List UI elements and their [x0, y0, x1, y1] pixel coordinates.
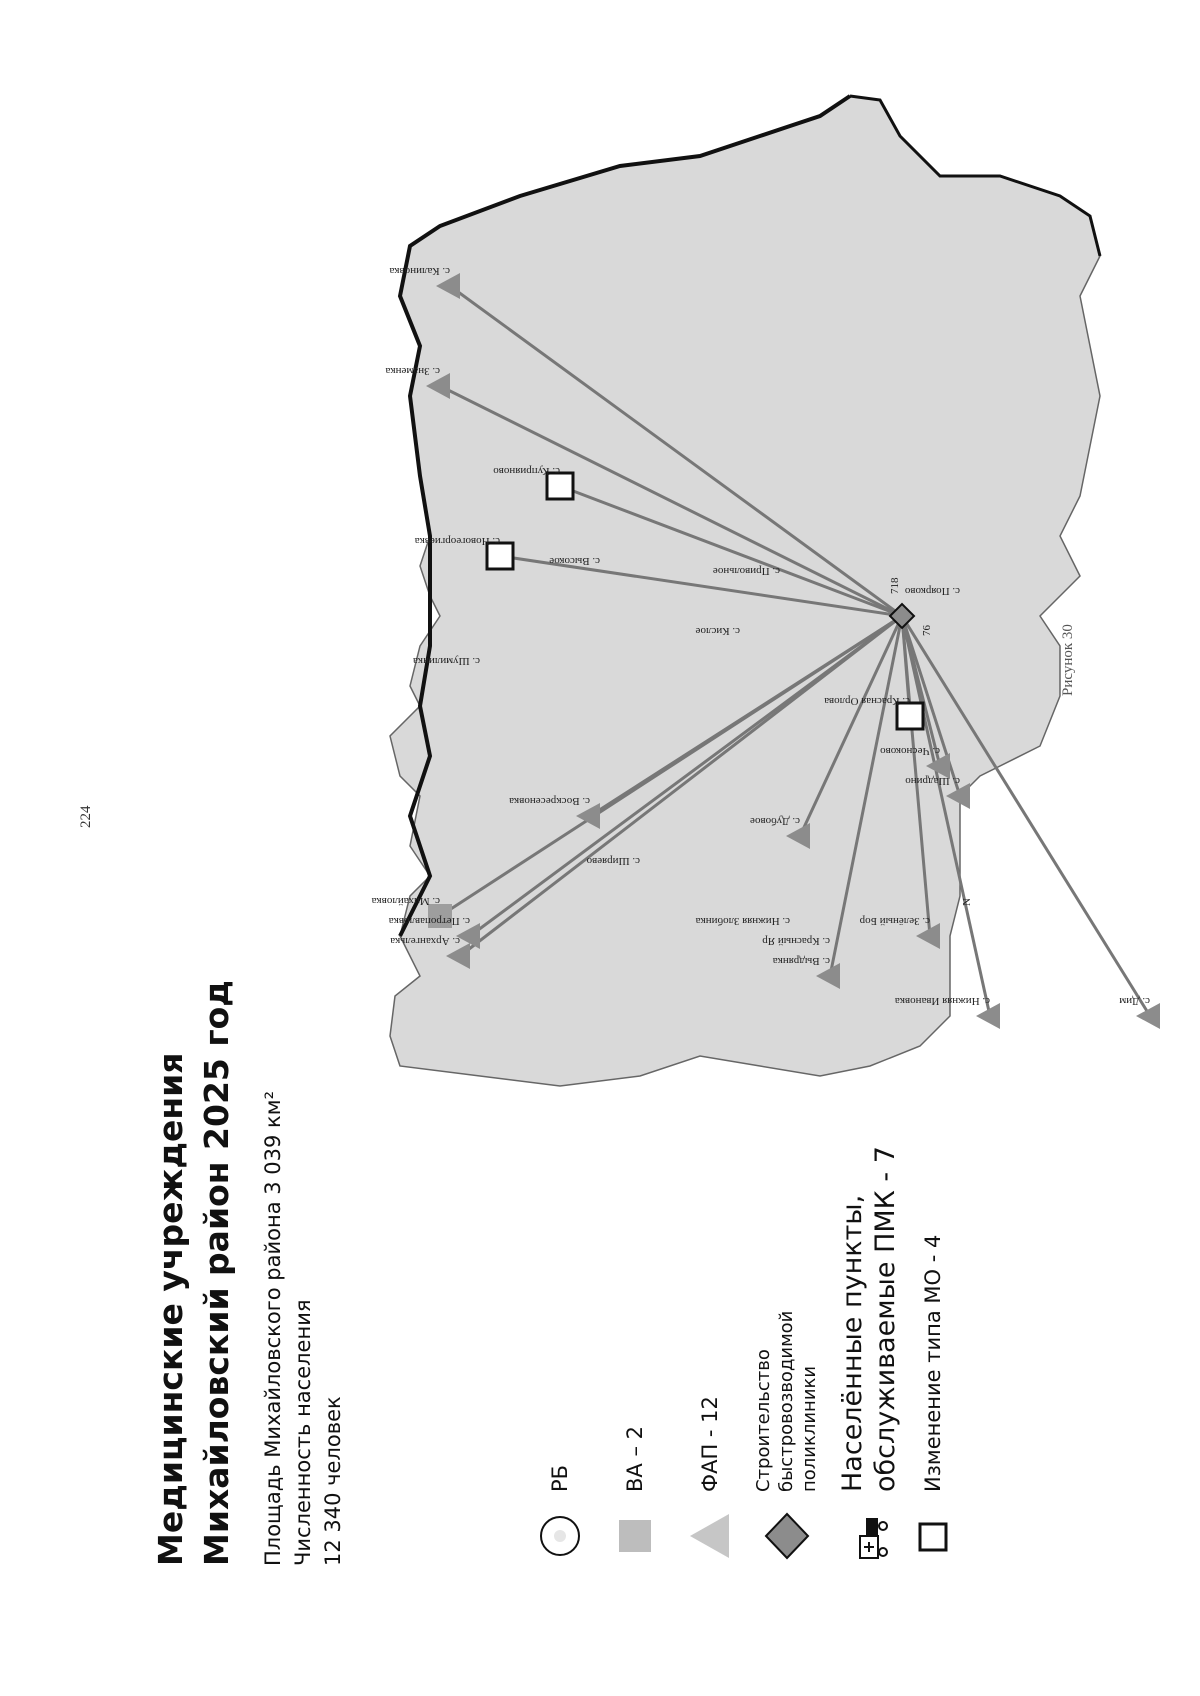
link-line	[499, 554, 903, 618]
link-line	[589, 614, 903, 818]
place-label: с. Архангелька	[390, 935, 460, 947]
figure-caption: Рисунок 30	[1060, 624, 1076, 696]
place-label: с. Воскресеновка	[509, 795, 590, 807]
legend-label-construction: Строительство быстровозводимой поликлини…	[752, 1311, 821, 1492]
area-text: Площадь Михайловского района 3 039 км²	[261, 1091, 285, 1566]
place-label: с. Поярково	[904, 585, 960, 597]
population-value: 12 340 человек	[321, 1396, 345, 1566]
map-markers	[426, 273, 1160, 1029]
legend-item-mo-change: Изменение типа МО - 4	[908, 1235, 958, 1566]
place-label: с. Чесноково	[880, 745, 940, 757]
place-label: с. Высокое	[549, 555, 600, 567]
triangle-icon	[690, 1514, 729, 1558]
place-label: с. Знаменка	[385, 365, 440, 377]
place-label: с. Привольное	[713, 565, 780, 577]
page-title: Медицинские учреждения Михайловский райо…	[148, 980, 240, 1566]
place-label: с. Дубовое	[750, 815, 800, 827]
region-border	[397, 94, 852, 937]
compass-label: N	[961, 898, 973, 906]
link-line	[469, 614, 903, 938]
region-border-east	[849, 94, 1102, 257]
circle-icon	[540, 1516, 580, 1556]
legend-label-fap: ФАП - 12	[698, 1396, 722, 1492]
pmk-line-1: Населённые пункты,	[837, 1194, 868, 1492]
title-line-1: Медицинские учреждения	[151, 1052, 190, 1566]
place-label: с. Красный Яр	[762, 935, 830, 947]
mo-change-square-marker	[545, 471, 575, 501]
mo-change-square-marker	[485, 541, 515, 571]
map-labels: с. Петропавловка с. Архангелька с. Михайло…	[371, 265, 1150, 1007]
fap-triangle-marker	[916, 923, 940, 949]
fap-triangle-marker	[436, 273, 460, 299]
link-line	[900, 615, 942, 767]
fap-triangle-marker	[1136, 1003, 1160, 1029]
fap-triangle-marker	[976, 1003, 1000, 1029]
square-icon	[619, 1520, 651, 1552]
fap-triangle-marker	[426, 373, 450, 399]
place-label: с. Ширяево	[586, 855, 640, 867]
link-line	[900, 615, 962, 797]
diamond-icon	[764, 1512, 809, 1560]
link-line	[449, 284, 903, 618]
link-line	[439, 384, 903, 618]
place-label: с. Красная Орлова	[824, 695, 910, 707]
legend-label-va: ВА – 2	[623, 1426, 647, 1492]
legend-item-pmk: Населённые пункты, обслуживаемые ПМК - 7	[836, 1146, 902, 1566]
legend-label-rb: РБ	[548, 1464, 572, 1492]
place-label: с. Дим	[1119, 995, 1150, 1007]
legend-item-va: ВА – 2	[610, 1426, 660, 1566]
mobile-clinic-truck-icon	[859, 1518, 888, 1559]
legend-item-rb: РБ	[535, 1465, 585, 1566]
legend-label-pmk: Населённые пункты, обслуживаемые ПМК - 7	[836, 1146, 902, 1492]
construction-line-3: поликлиники	[799, 1365, 820, 1492]
construction-diamond-marker	[888, 602, 916, 630]
fap-triangle-marker	[926, 753, 950, 779]
legend-item-construction: Строительство быстровозводимой поликлини…	[752, 1311, 821, 1566]
open-square-icon	[918, 1522, 948, 1552]
link-line	[900, 615, 912, 717]
title-line-2: Михайловский район 2025 год	[197, 980, 236, 1566]
link-line	[559, 484, 903, 618]
place-label: с. Калиновка	[389, 265, 450, 277]
place-label: с. Выдрянка	[773, 955, 830, 967]
fap-triangle-marker	[786, 823, 810, 849]
place-label: с. Нижняя Ивановка	[895, 995, 990, 1007]
pmk-line-2: обслуживаемые ПМК - 7	[870, 1146, 901, 1492]
place-label: с. Кислое	[695, 625, 740, 637]
link-line	[798, 615, 904, 837]
va-square-marker	[428, 904, 452, 928]
place-label: с. Куприяново	[493, 465, 560, 477]
place-label: с. Шадрино	[905, 775, 960, 787]
legend-label-mo-change: Изменение типа МО - 4	[921, 1234, 945, 1492]
place-label: с. Новогеоргиевка	[415, 535, 500, 547]
fap-triangle-marker	[816, 963, 840, 989]
construction-line-2: быстровозводимой	[776, 1310, 797, 1492]
place-label: с. Нижняя Злобинка	[696, 915, 790, 927]
district-area	[389, 95, 1101, 1087]
link-line	[900, 615, 992, 1017]
place-label: с. Михайловка	[371, 895, 440, 907]
center-number-label-2: 76	[921, 625, 933, 637]
link-line	[459, 614, 903, 958]
place-label: с. Зелёный Бор	[859, 915, 930, 927]
population-label: Численность населения	[291, 1299, 315, 1567]
fap-triangle-marker	[456, 923, 480, 949]
fap-triangle-marker	[446, 943, 470, 969]
mo-change-square-marker	[895, 701, 925, 731]
legend-item-fap: ФАП - 12	[685, 1396, 735, 1566]
link-line	[828, 615, 904, 977]
fap-triangle-marker	[576, 803, 600, 829]
district-info: Площадь Михайловского района 3 039 км² Ч…	[258, 1091, 348, 1566]
fap-triangle-marker	[946, 783, 970, 809]
service-links	[439, 284, 1152, 1017]
construction-line-1: Строительство	[753, 1349, 774, 1492]
center-number-label: 718	[889, 577, 901, 594]
place-label: с. Шумилинка	[413, 655, 480, 667]
place-label: с. Петропавловка	[389, 915, 470, 927]
link-line	[900, 615, 1152, 1017]
